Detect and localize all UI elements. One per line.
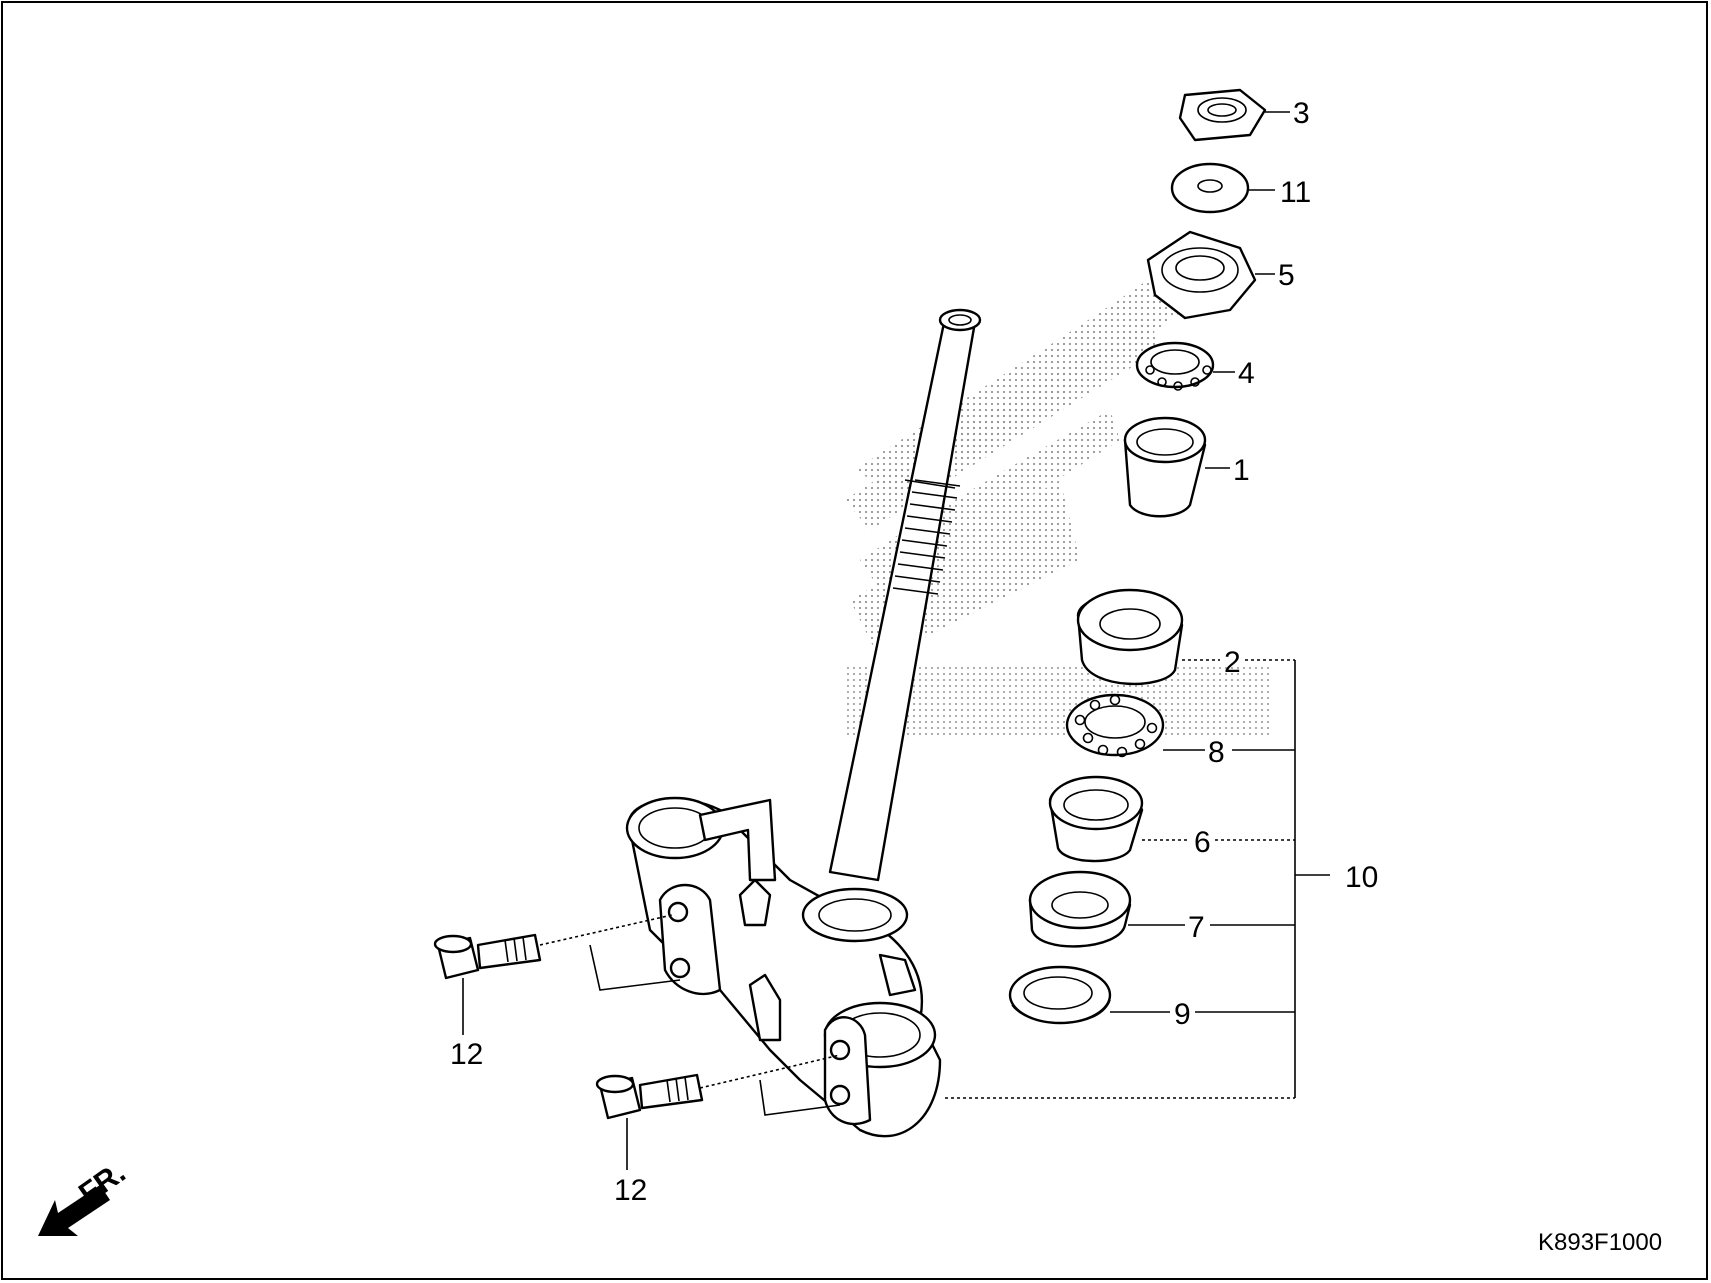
part-11-washer — [1170, 162, 1250, 214]
callout-7: 7 — [1188, 911, 1205, 944]
callout-12-upper: 12 — [450, 1038, 483, 1071]
part-7-seal — [1028, 870, 1132, 948]
part-4-bearing — [1135, 341, 1215, 391]
part-8-bearing — [1065, 693, 1165, 758]
callout-labels: 3 11 5 4 1 2 8 6 10 7 9 12 12 — [450, 97, 1378, 1207]
part-2-dust-seal — [1076, 588, 1184, 686]
steering-stem-shaft — [828, 308, 982, 882]
part-3-nut — [1178, 88, 1267, 142]
part-6-race — [1048, 775, 1144, 863]
diagram-code: K893F1000 — [1538, 1229, 1662, 1256]
part-9-washer — [1008, 965, 1112, 1025]
bolt-lower — [595, 1073, 704, 1120]
callout-5: 5 — [1278, 259, 1295, 292]
front-direction-arrow: FR. — [38, 1156, 132, 1236]
leader-lines — [462, 111, 1330, 1170]
callout-11: 11 — [1280, 176, 1311, 209]
part-5-locknut — [1146, 230, 1257, 320]
callout-4: 4 — [1238, 357, 1255, 390]
callout-9: 9 — [1174, 998, 1191, 1031]
callout-8: 8 — [1208, 736, 1225, 769]
bottom-bridge — [625, 796, 942, 1138]
callout-1: 1 — [1233, 454, 1250, 487]
part-1-race — [1123, 416, 1207, 518]
callout-3: 3 — [1293, 97, 1310, 130]
callout-10: 10 — [1345, 861, 1378, 894]
bolt-upper — [433, 933, 542, 980]
callout-6: 6 — [1194, 826, 1211, 859]
callout-12-lower: 12 — [614, 1174, 647, 1207]
callout-2: 2 — [1224, 646, 1241, 679]
